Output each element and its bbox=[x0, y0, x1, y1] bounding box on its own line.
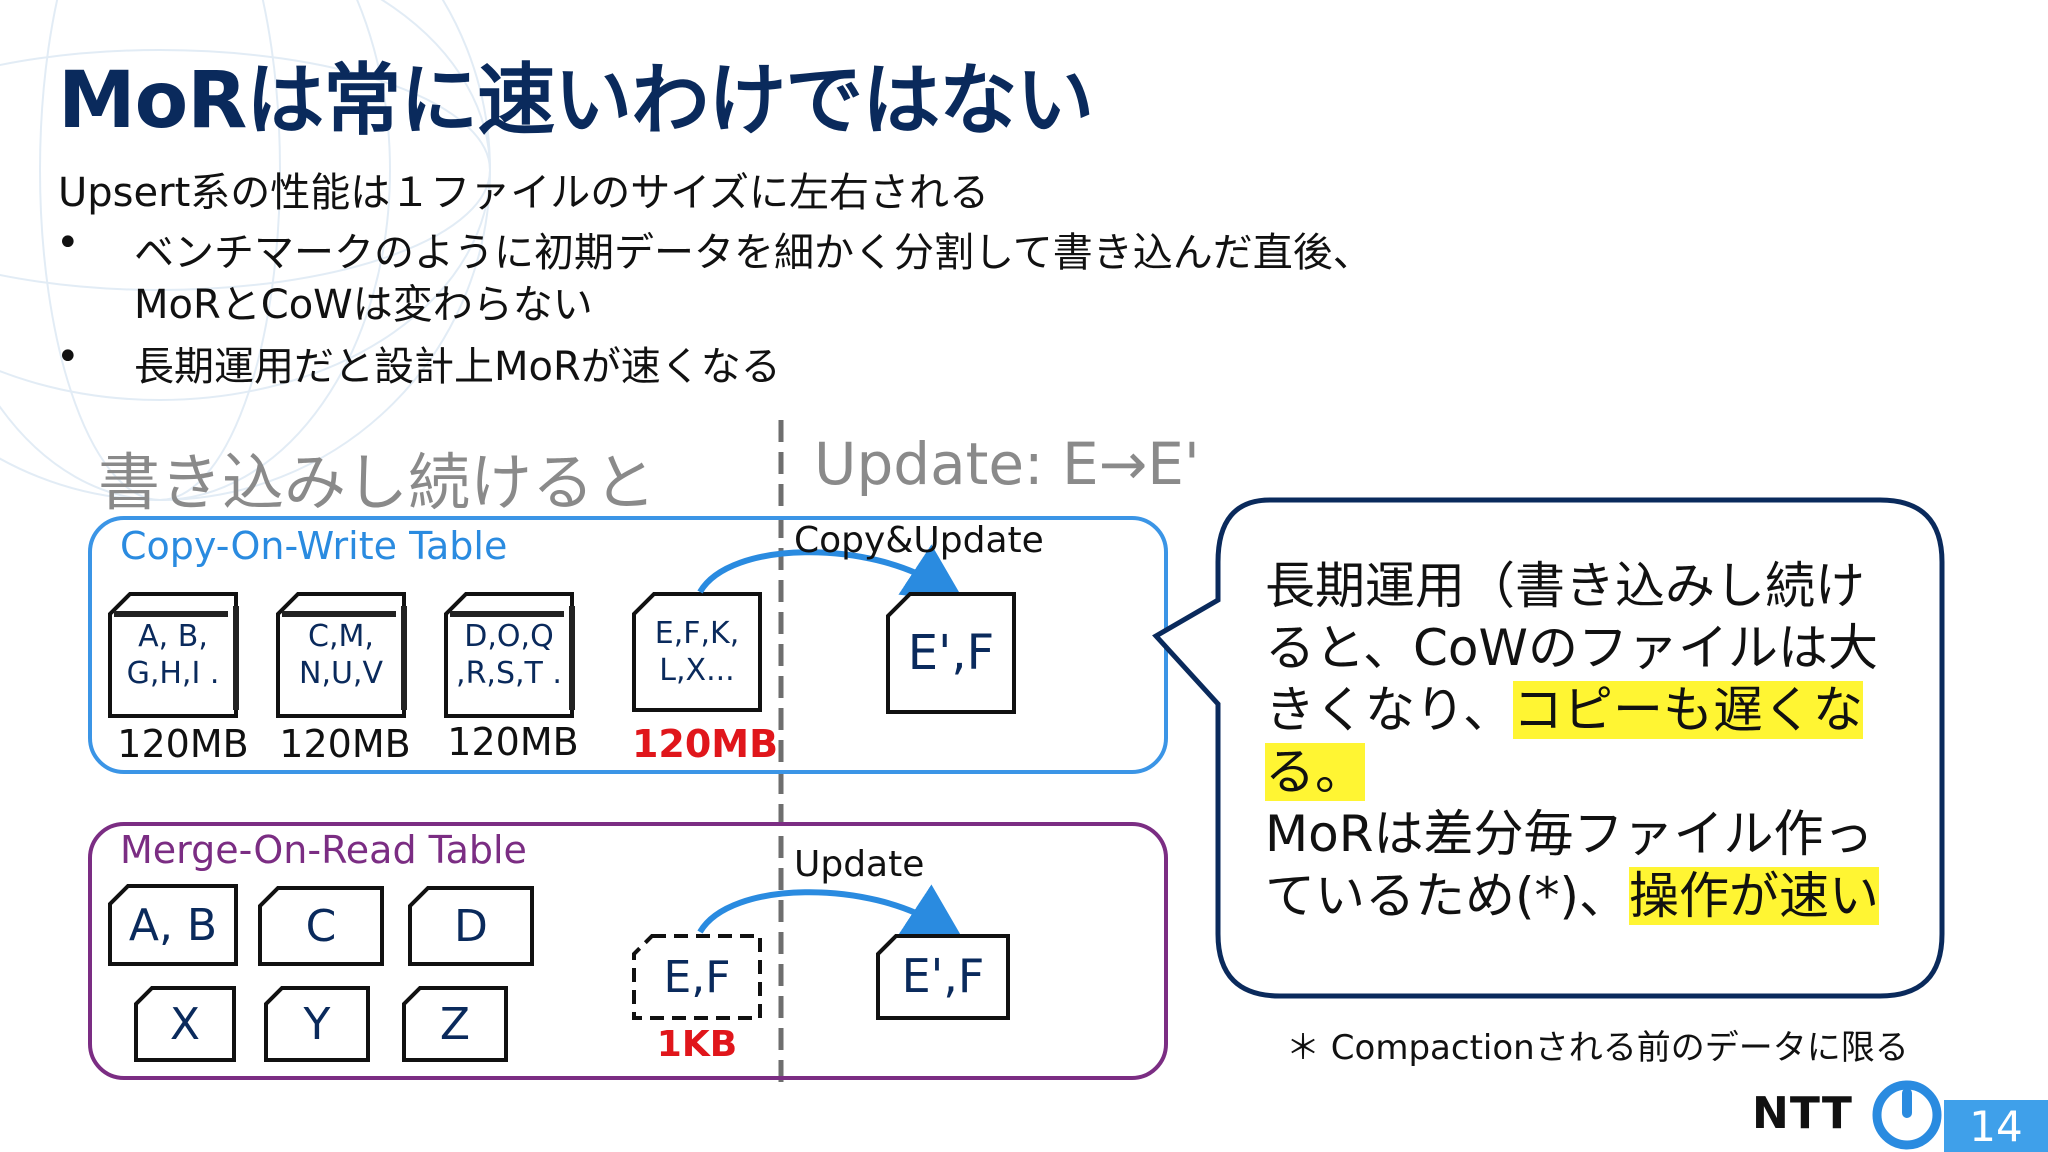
intro-text: Upsert系の性能は１ファイルのサイズに左右される bbox=[58, 170, 990, 216]
bullet-marker: • bbox=[56, 220, 80, 266]
callout-highlight-2: 操作が速い bbox=[1629, 867, 1880, 925]
cow-arrow-label: Copy&Update bbox=[794, 520, 1044, 561]
callout-line-2: MoRは差分毎ファイル作っているため(*)、 bbox=[1265, 805, 1874, 925]
mor-file-d: D bbox=[408, 886, 534, 966]
bullet-1-line-2: MoRとCoWは変わらない bbox=[134, 282, 593, 328]
cow-file-4: E,F,K, L,X... bbox=[632, 592, 762, 712]
mor-delta-file: E,F bbox=[632, 934, 762, 1020]
cow-file-1-size: 120MB bbox=[117, 722, 249, 766]
cow-table-label: Copy-On-Write Table bbox=[120, 524, 508, 568]
cow-file-2-size: 120MB bbox=[279, 722, 411, 766]
callout-line-1: 長期運用（書き込みし続けると、CoWのファイルは大きくなり、 bbox=[1265, 557, 1878, 739]
footnote: ＊ Compactionされる前のデータに限る bbox=[1286, 1028, 1909, 1068]
callout-text: 長期運用（書き込みし続けると、CoWのファイルは大きくなり、コピーも遅くなる。M… bbox=[1265, 555, 1905, 927]
divider-line bbox=[778, 420, 784, 1090]
page-number: 14 bbox=[1944, 1100, 2048, 1152]
cow-file-2: C,M, N,U,V bbox=[276, 592, 407, 718]
cow-update-arrow bbox=[697, 544, 960, 600]
mor-file-y: Y bbox=[264, 986, 370, 1062]
mor-update-arrow bbox=[697, 884, 960, 940]
cow-result-file: E',F bbox=[886, 592, 1016, 714]
mor-table-box bbox=[88, 822, 1168, 1080]
bullet-2-line-1: 長期運用だと設計上MoRが速くなる bbox=[134, 344, 781, 390]
mor-table-label: Merge-On-Read Table bbox=[120, 828, 527, 872]
mor-result-file: E',F bbox=[876, 934, 1010, 1020]
left-section-heading: 書き込みし続けると bbox=[98, 446, 657, 519]
ntt-logo-text: NTT bbox=[1752, 1088, 1853, 1139]
cow-file-3-size: 120MB bbox=[447, 720, 579, 764]
mor-delta-size: 1KB bbox=[656, 1024, 738, 1065]
ntt-logo-icon bbox=[1872, 1080, 1942, 1150]
mor-file-z: Z bbox=[402, 986, 508, 1062]
mor-file-c: C bbox=[258, 886, 384, 966]
right-section-heading: Update: E→E' bbox=[814, 430, 1200, 498]
cow-file-4-size: 120MB bbox=[631, 722, 779, 766]
bullet-1-line-1: ベンチマークのように初期データを細かく分割して書き込んだ直後、 bbox=[134, 230, 1373, 276]
bullet-marker: • bbox=[56, 334, 80, 380]
cow-file-1: A, B, G,H,I . bbox=[108, 592, 239, 718]
mor-arrow-label: Update bbox=[794, 844, 925, 885]
cow-file-3: D,O,Q ,R,S,T . bbox=[444, 592, 575, 718]
background-globe-decoration bbox=[0, 0, 491, 501]
page-title: MoRは常に速いわけではない bbox=[58, 56, 1094, 146]
mor-file-ab: A, B bbox=[108, 884, 238, 966]
mor-file-x: X bbox=[134, 986, 236, 1062]
